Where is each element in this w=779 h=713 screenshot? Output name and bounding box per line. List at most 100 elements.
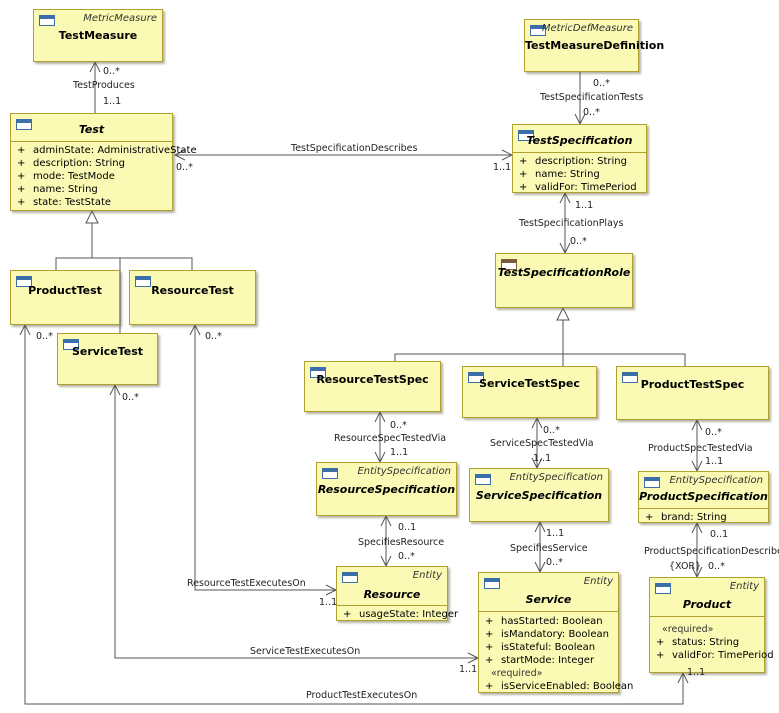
multiplicity: 1..1 (459, 664, 478, 675)
class-name: Resource (363, 588, 421, 601)
class-product-specification[interactable]: EntitySpecification ProductSpecification… (638, 471, 769, 523)
stereotype-label: EntitySpecification (669, 475, 763, 486)
class-test-measure[interactable]: MetricMeasure TestMeasure (33, 9, 163, 62)
class-icon (63, 339, 79, 350)
multiplicity: 1..1 (546, 528, 565, 539)
stereotype-label: Entity (583, 576, 613, 587)
stereotype-label: MetricMeasure (83, 13, 157, 24)
class-icon (518, 130, 534, 141)
association-name: TestSpecificationDescribes (291, 143, 418, 154)
arrow-head (89, 60, 101, 73)
class-test-specification[interactable]: TestSpecification +description: String +… (512, 124, 647, 193)
arrow-head (559, 191, 571, 204)
class-name: TestSpecificationRole (497, 266, 631, 279)
attribute: +brand: String (645, 512, 727, 523)
class-icon (475, 474, 491, 485)
attribute: +isServiceEnabled: Boolean (485, 681, 634, 692)
class-icon (39, 15, 55, 26)
multiplicity: 0..* (705, 427, 722, 438)
generalization-spec-role (394, 353, 686, 366)
class-name: TestMeasure (58, 29, 138, 42)
association-name: TestSpecificationTests (540, 92, 644, 103)
class-name: TestSpecification (526, 134, 633, 147)
stereotype-label: EntitySpecification (357, 466, 451, 477)
class-service-test[interactable]: ServiceTest (57, 333, 158, 385)
multiplicity: 0..* (708, 561, 725, 572)
class-name: Product (682, 598, 732, 611)
multiplicity: 0..* (583, 107, 600, 118)
association-name: ServiceSpecTestedVia (490, 438, 594, 449)
class-test[interactable]: Test +adminState: AdministrativeState +d… (10, 113, 197, 211)
class-service[interactable]: Entity Service +hasStarted: Boolean +isM… (478, 572, 634, 693)
class-icon (530, 25, 546, 36)
class-service-test-spec[interactable]: ServiceTestSpec (462, 366, 597, 418)
class-resource-test[interactable]: ResourceTest (129, 270, 256, 325)
class-name: ResourceTest (151, 284, 234, 297)
association-name: TestProduces (73, 80, 135, 91)
multiplicity: 0..* (398, 551, 415, 562)
required-stereotype: «required» (662, 624, 714, 635)
attribute-compartment: «required» +status: String +validFor: Ti… (650, 616, 774, 662)
class-icon (16, 276, 32, 287)
attribute: +validFor: TimePeriod (519, 182, 637, 193)
association-name: ResourceTestExecutesOn (187, 578, 306, 589)
class-test-measure-definition[interactable]: MetricDefMeasure TestMeasureDefinition (524, 19, 664, 72)
multiplicity: 1..1 (319, 597, 338, 608)
class-name: ProductTestSpec (640, 378, 745, 391)
link-resource-test-executes-on (194, 325, 336, 591)
multiplicity: 0..* (122, 392, 139, 403)
role-icon (501, 259, 517, 270)
stereotype-label: EntitySpecification (509, 472, 603, 483)
class-product[interactable]: Entity Product «required» +status: Strin… (649, 577, 774, 673)
attribute: +validFor: TimePeriod (656, 650, 774, 661)
class-icon (322, 468, 338, 479)
stereotype-label: Entity (729, 581, 759, 592)
class-name: ServiceTestSpec (479, 377, 580, 390)
attribute: +mode: TestMode (17, 171, 115, 182)
multiplicity: 1..1 (103, 96, 122, 107)
attribute: +name: String (17, 184, 98, 195)
association-name: ResourceSpecTestedVia (334, 433, 447, 444)
attribute: +adminState: AdministrativeState (17, 145, 197, 156)
class-icon (135, 276, 151, 287)
stereotype-label: Entity (412, 570, 442, 581)
class-resource-specification[interactable]: EntitySpecification ResourceSpecificatio… (316, 462, 457, 516)
link-service-test-executes-on (114, 385, 478, 659)
stereotype-label: MetricDefMeasure (541, 23, 633, 34)
class-resource-test-spec[interactable]: ResourceTestSpec (304, 361, 441, 412)
class-icon (622, 372, 638, 383)
class-name: ProductSpecification (639, 490, 768, 503)
attribute-compartment: +usageState: Integer (337, 605, 458, 621)
arrow-head (173, 149, 186, 161)
class-product-test-spec[interactable]: ProductTestSpec (616, 366, 769, 420)
class-name: ResourceSpecification (317, 483, 456, 496)
association-name: ProductSpecificationDescribes (644, 546, 779, 557)
class-name: Test (78, 123, 105, 136)
class-test-specification-role[interactable]: TestSpecificationRole (495, 253, 633, 308)
xor-constraint: {XOR} (669, 561, 702, 572)
attribute-compartment: +hasStarted: Boolean +isMandatory: Boole… (479, 611, 634, 693)
association-name: TestSpecificationPlays (519, 218, 624, 229)
class-service-specification[interactable]: EntitySpecification ServiceSpecification (469, 468, 609, 522)
association-name: ServiceTestExecutesOn (250, 646, 361, 657)
class-icon (468, 372, 484, 383)
class-resource[interactable]: Entity Resource +usageState: Integer (336, 566, 458, 621)
class-name: Service (525, 593, 572, 606)
class-name: ResourceTestSpec (316, 373, 429, 386)
class-icon (484, 578, 500, 589)
attribute: +description: String (519, 156, 627, 167)
attribute-compartment: +adminState: AdministrativeState +descri… (11, 141, 197, 209)
attribute-compartment: +description: String +name: String +vali… (513, 152, 646, 194)
class-name: ProductTest (28, 284, 102, 297)
multiplicity: 0..* (570, 236, 587, 247)
multiplicity: 1..1 (533, 453, 552, 464)
attribute: +name: String (519, 169, 600, 180)
attribute-compartment: +brand: String (639, 508, 768, 524)
multiplicity: 0..* (36, 331, 53, 342)
multiplicity: 0..* (390, 420, 407, 431)
class-product-test[interactable]: ProductTest (10, 270, 120, 325)
required-stereotype: «required» (491, 668, 543, 679)
multiplicity: 0..* (593, 78, 610, 89)
multiplicity: 1..1 (705, 456, 724, 467)
multiplicity: 0..* (546, 557, 563, 568)
